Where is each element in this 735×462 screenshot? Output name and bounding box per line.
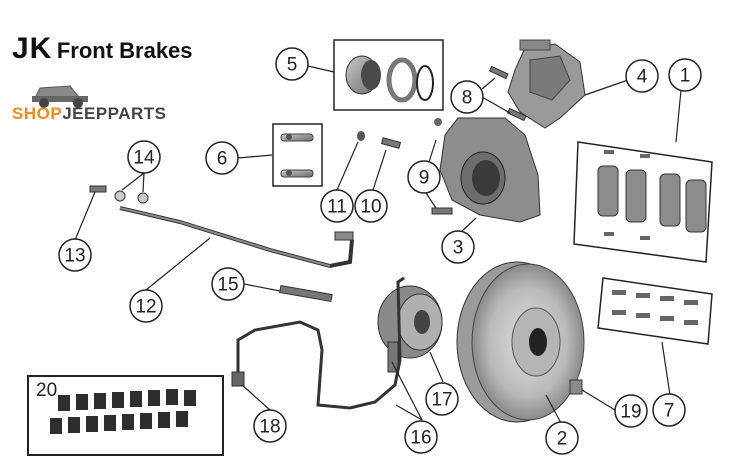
kit-label: 20 xyxy=(36,380,57,401)
shopjeepparts-logo: SHOPJEEPPARTS xyxy=(12,104,167,124)
callout-11: 11 xyxy=(327,197,347,218)
callout-5: 5 xyxy=(287,55,298,76)
callout-8: 8 xyxy=(462,88,473,109)
abs-sensor-wire xyxy=(231,276,405,410)
callout-6: 6 xyxy=(217,149,228,170)
callout-2: 2 xyxy=(557,429,568,450)
callout-10: 10 xyxy=(360,197,381,218)
callout-3: 3 xyxy=(453,238,464,259)
callout-7: 7 xyxy=(664,401,675,422)
leader-lines xyxy=(74,65,682,424)
bleeder-screw xyxy=(380,137,402,149)
brake-caliper xyxy=(431,117,541,223)
bleeder-cap xyxy=(357,131,365,141)
title-subtitle: Front Brakes xyxy=(56,38,193,63)
callout-circles xyxy=(58,47,702,455)
brake-hose xyxy=(119,206,354,269)
callout-9: 9 xyxy=(419,168,430,189)
callout-18: 18 xyxy=(259,417,280,438)
lug-nut-kit xyxy=(50,389,196,434)
callout-4: 4 xyxy=(637,67,648,88)
hub-bolt xyxy=(279,284,333,303)
wheel-hub-bearing xyxy=(377,285,443,373)
slide-pin-kit xyxy=(272,123,323,187)
brand-jeepparts: JEEPPARTS xyxy=(62,104,167,123)
callout-1: 1 xyxy=(680,66,691,87)
title-model: JK xyxy=(12,32,53,65)
jeep-logo-icon xyxy=(32,85,88,108)
diagram-title: JK Front Brakes xyxy=(12,32,193,66)
callout-14: 14 xyxy=(133,148,155,169)
callout-19: 19 xyxy=(620,402,641,423)
callout-13: 13 xyxy=(64,246,85,267)
piston-seal-kit xyxy=(333,39,444,111)
callout-15: 15 xyxy=(217,275,238,296)
callout-17: 17 xyxy=(431,390,452,411)
brake-rotor xyxy=(456,261,585,423)
bracket-bolts xyxy=(488,65,527,122)
lug-nut xyxy=(569,379,583,395)
callout-12: 12 xyxy=(135,297,156,318)
caliper-bracket xyxy=(507,39,586,129)
pad-hardware-kit xyxy=(597,277,713,345)
brake-pad-set xyxy=(573,141,713,263)
brand-shop: SHOP xyxy=(12,104,63,123)
callout-16: 16 xyxy=(410,428,431,449)
banjo-bolt xyxy=(89,185,107,193)
copper-washers xyxy=(114,190,149,204)
